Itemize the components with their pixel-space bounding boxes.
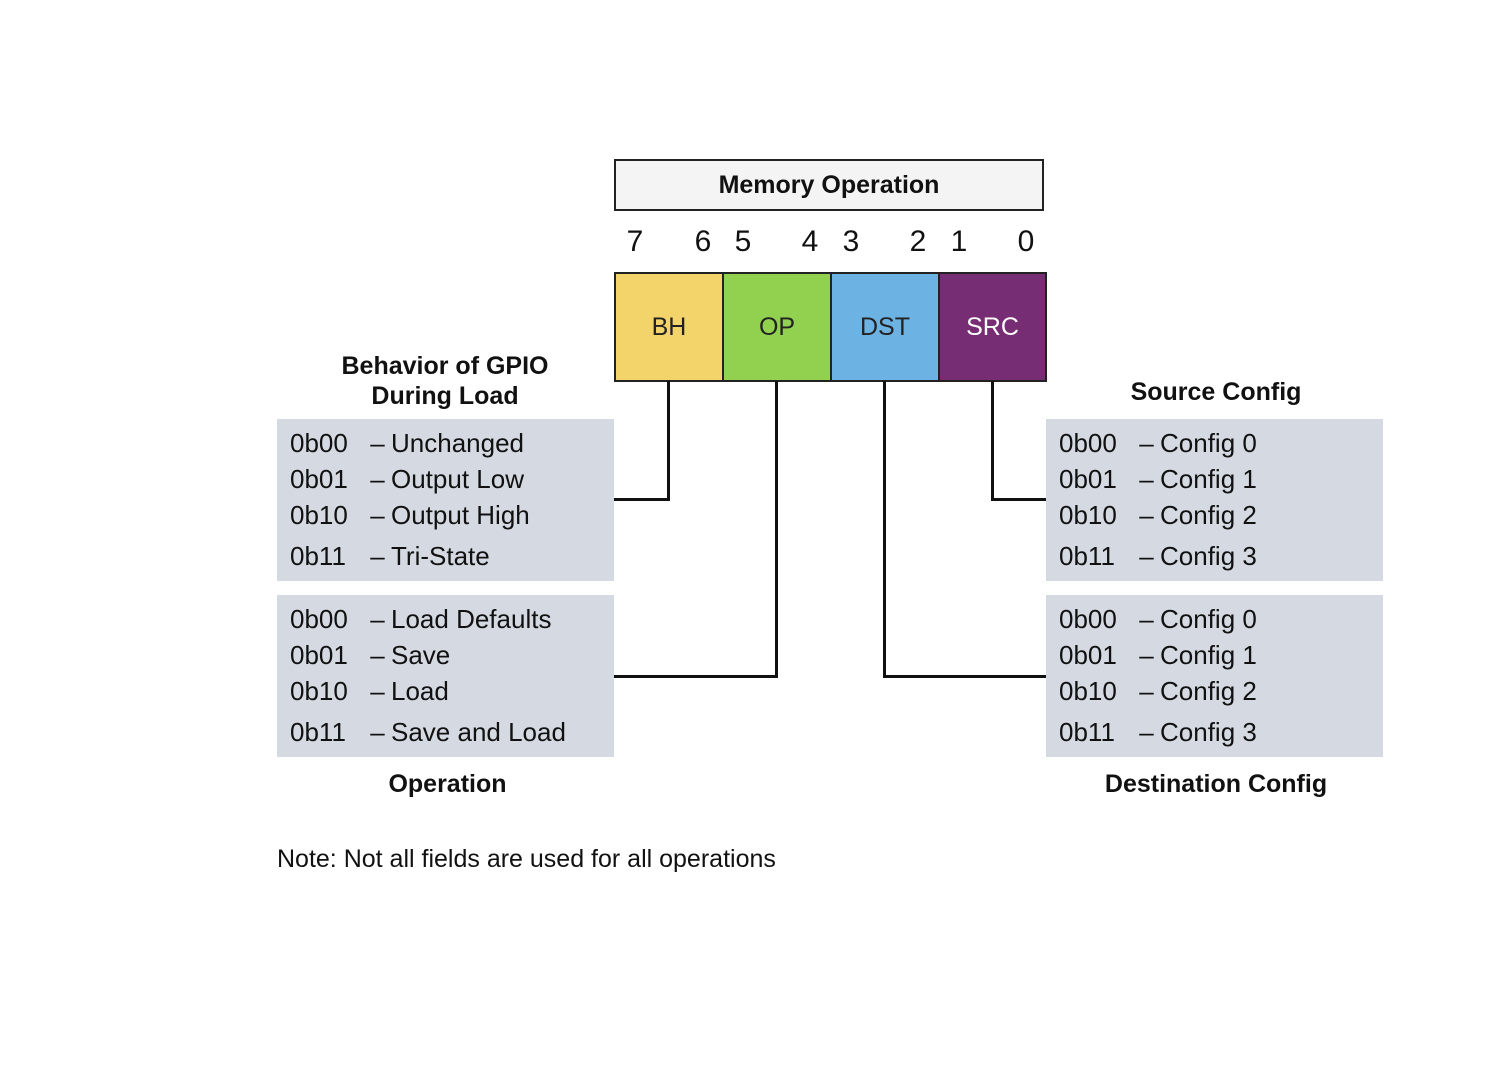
row-desc: Config 2 bbox=[1160, 676, 1257, 706]
bh-connector-horizontal bbox=[614, 498, 670, 501]
row-code: 0b01 bbox=[1059, 464, 1117, 494]
src-connector-vertical bbox=[991, 381, 994, 501]
operation-row: 0b01–Save bbox=[290, 637, 614, 673]
field-dst: DST bbox=[830, 272, 940, 382]
row-desc: Output High bbox=[391, 500, 530, 530]
dst-connector-vertical bbox=[883, 381, 886, 678]
behavior-row: 0b00–Unchanged bbox=[290, 425, 614, 461]
row-desc: Config 0 bbox=[1160, 604, 1257, 634]
row-dash: – bbox=[370, 640, 385, 670]
bit-number-1: 1 bbox=[950, 225, 968, 258]
bit-number-0: 0 bbox=[1017, 225, 1035, 258]
row-desc: Config 2 bbox=[1160, 500, 1257, 530]
destination-config-panel: 0b00–Config 0 0b01–Config 1 0b10–Config … bbox=[1046, 595, 1383, 757]
source-row: 0b00–Config 0 bbox=[1059, 425, 1383, 461]
field-op: OP bbox=[722, 272, 832, 382]
source-row: 0b01–Config 1 bbox=[1059, 461, 1383, 497]
row-dash: – bbox=[1139, 676, 1154, 706]
dst-connector-horizontal bbox=[883, 675, 1047, 678]
row-dash: – bbox=[1139, 541, 1154, 571]
row-code: 0b10 bbox=[290, 676, 348, 706]
behavior-row: 0b11–Tri-State bbox=[290, 538, 614, 574]
source-row: 0b10–Config 2 bbox=[1059, 497, 1383, 533]
row-desc: Output Low bbox=[391, 464, 524, 494]
row-code: 0b01 bbox=[290, 640, 348, 670]
row-desc: Tri-State bbox=[391, 541, 490, 571]
row-code: 0b10 bbox=[290, 500, 348, 530]
behavior-row: 0b01–Output Low bbox=[290, 461, 614, 497]
operation-panel: 0b00–Load Defaults 0b01–Save 0b10–Load 0… bbox=[277, 595, 614, 757]
operation-row: 0b10–Load bbox=[290, 673, 614, 709]
behavior-panel: 0b00–Unchanged 0b01–Output Low 0b10–Outp… bbox=[277, 419, 614, 581]
source-config-label: Source Config bbox=[1130, 378, 1302, 406]
row-code: 0b00 bbox=[290, 428, 348, 458]
row-desc: Config 3 bbox=[1160, 541, 1257, 571]
row-dash: – bbox=[370, 717, 385, 747]
destination-row: 0b00–Config 0 bbox=[1059, 601, 1383, 637]
source-row: 0b11–Config 3 bbox=[1059, 538, 1383, 574]
row-desc: Load Defaults bbox=[391, 604, 552, 634]
row-desc: Save bbox=[391, 640, 451, 670]
bit-number-2: 2 bbox=[909, 225, 927, 258]
row-dash: – bbox=[1139, 464, 1154, 494]
row-code: 0b11 bbox=[290, 717, 346, 747]
row-desc: Load bbox=[391, 676, 449, 706]
bit-number-7: 7 bbox=[626, 225, 644, 258]
row-dash: – bbox=[370, 541, 385, 571]
src-connector-horizontal bbox=[991, 498, 1047, 501]
memory-operation-title: Memory Operation bbox=[614, 159, 1044, 211]
row-dash: – bbox=[370, 428, 385, 458]
row-dash: – bbox=[370, 464, 385, 494]
row-dash: – bbox=[1139, 717, 1154, 747]
note-text: Note: Not all fields are used for all op… bbox=[277, 845, 776, 873]
operation-row: 0b11–Save and Load bbox=[290, 714, 614, 750]
row-code: 0b01 bbox=[1059, 640, 1117, 670]
destination-row: 0b01–Config 1 bbox=[1059, 637, 1383, 673]
field-bh: BH bbox=[614, 272, 724, 382]
bit-number-4: 4 bbox=[801, 225, 819, 258]
row-code: 0b11 bbox=[290, 541, 346, 571]
operation-label: Operation bbox=[388, 770, 507, 798]
destination-config-label: Destination Config bbox=[1104, 770, 1328, 798]
field-src: SRC bbox=[938, 272, 1047, 382]
bit-number-3: 3 bbox=[842, 225, 860, 258]
behavior-label-line1: Behavior of GPIO bbox=[341, 352, 549, 380]
row-dash: – bbox=[1139, 640, 1154, 670]
row-desc: Config 3 bbox=[1160, 717, 1257, 747]
row-code: 0b10 bbox=[1059, 500, 1117, 530]
behavior-row: 0b10–Output High bbox=[290, 497, 614, 533]
row-dash: – bbox=[370, 604, 385, 634]
row-desc: Unchanged bbox=[391, 428, 524, 458]
op-connector-horizontal bbox=[614, 675, 778, 678]
row-dash: – bbox=[1139, 500, 1154, 530]
behavior-label-line2: During Load bbox=[371, 382, 519, 410]
source-config-panel: 0b00–Config 0 0b01–Config 1 0b10–Config … bbox=[1046, 419, 1383, 581]
row-code: 0b11 bbox=[1059, 717, 1115, 747]
destination-row: 0b10–Config 2 bbox=[1059, 673, 1383, 709]
row-code: 0b00 bbox=[290, 604, 348, 634]
destination-row: 0b11–Config 3 bbox=[1059, 714, 1383, 750]
row-code: 0b10 bbox=[1059, 676, 1117, 706]
row-dash: – bbox=[1139, 604, 1154, 634]
row-code: 0b01 bbox=[290, 464, 348, 494]
operation-row: 0b00–Load Defaults bbox=[290, 601, 614, 637]
row-dash: – bbox=[370, 676, 385, 706]
row-dash: – bbox=[370, 500, 385, 530]
row-dash: – bbox=[1139, 428, 1154, 458]
row-desc: Config 1 bbox=[1160, 640, 1257, 670]
row-desc: Config 1 bbox=[1160, 464, 1257, 494]
bh-connector-vertical bbox=[667, 381, 670, 501]
row-desc: Config 0 bbox=[1160, 428, 1257, 458]
bit-number-5: 5 bbox=[734, 225, 752, 258]
row-code: 0b11 bbox=[1059, 541, 1115, 571]
op-connector-vertical bbox=[775, 381, 778, 678]
row-desc: Save and Load bbox=[391, 717, 566, 747]
row-code: 0b00 bbox=[1059, 428, 1117, 458]
row-code: 0b00 bbox=[1059, 604, 1117, 634]
bit-number-6: 6 bbox=[694, 225, 712, 258]
